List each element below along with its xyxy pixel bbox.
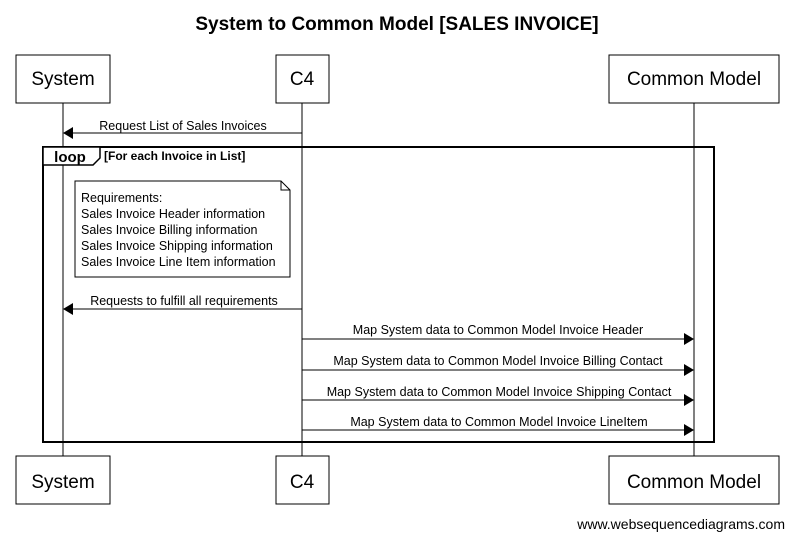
loop-condition: [For each Invoice in List] xyxy=(104,149,245,163)
loop-frame: loop [For each Invoice in List] xyxy=(42,146,715,443)
note-line: Requirements: xyxy=(81,191,162,205)
note-line: Sales Invoice Header information xyxy=(81,207,265,221)
message-map-shipping: Map System data to Common Model Invoice … xyxy=(302,385,694,406)
note-line: Sales Invoice Shipping information xyxy=(81,239,273,253)
participant-label: C4 xyxy=(290,472,315,493)
message-map-billing: Map System data to Common Model Invoice … xyxy=(302,354,694,376)
message-label: Map System data to Common Model Invoice … xyxy=(353,323,643,337)
participant-common-model-bottom: Common Model xyxy=(608,455,780,505)
participant-label: System xyxy=(31,69,94,90)
participant-label: Common Model xyxy=(627,472,761,493)
note-requirements: Requirements: Sales Invoice Header infor… xyxy=(74,180,291,278)
arrowhead xyxy=(684,424,694,436)
footer-watermark: www.websequencediagrams.com xyxy=(576,516,785,532)
participant-c4-bottom: C4 xyxy=(275,455,330,505)
message-label: Request List of Sales Invoices xyxy=(99,119,266,133)
participant-system-bottom: System xyxy=(15,455,111,505)
diagram-title: System to Common Model [SALES INVOICE] xyxy=(195,14,598,35)
arrowhead xyxy=(63,127,73,139)
arrowhead xyxy=(684,394,694,406)
message-label: Map System data to Common Model Invoice … xyxy=(350,415,647,429)
participant-label: System xyxy=(31,472,94,493)
message-requests-fulfill: Requests to fulfill all requirements xyxy=(63,294,302,315)
participant-c4-top: C4 xyxy=(275,54,330,104)
participant-common-model-top: Common Model xyxy=(608,54,780,104)
arrowhead xyxy=(63,303,73,315)
arrowhead xyxy=(684,333,694,345)
participant-label: C4 xyxy=(290,69,315,90)
note-line: Sales Invoice Line Item information xyxy=(81,255,276,269)
participant-label: Common Model xyxy=(627,69,761,90)
arrowhead xyxy=(684,364,694,376)
note-line: Sales Invoice Billing information xyxy=(81,223,258,237)
message-label: Map System data to Common Model Invoice … xyxy=(327,385,672,399)
message-request-list: Request List of Sales Invoices xyxy=(63,119,302,139)
message-label: Map System data to Common Model Invoice … xyxy=(333,354,663,368)
message-label: Requests to fulfill all requirements xyxy=(90,294,278,308)
participant-system-top: System xyxy=(15,54,111,104)
message-map-lineitem: Map System data to Common Model Invoice … xyxy=(302,415,694,436)
message-map-header: Map System data to Common Model Invoice … xyxy=(302,323,694,345)
loop-keyword: loop xyxy=(54,149,86,166)
